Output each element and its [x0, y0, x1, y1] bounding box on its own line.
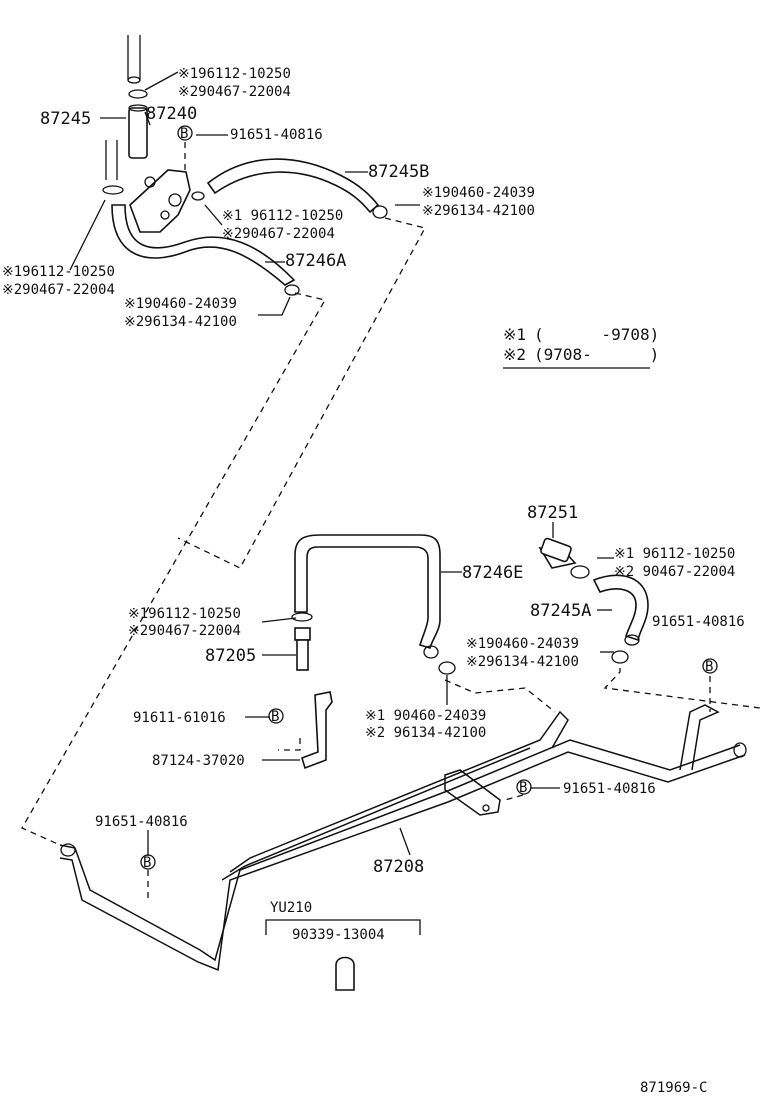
label-r-g1: ※190460-24039 [466, 636, 579, 652]
part-87246E: 87246E [462, 563, 523, 583]
part-87246A: 87246A [285, 251, 346, 271]
option-part: 90339-13004 [292, 927, 385, 943]
bolt-marker-left: B [143, 855, 151, 871]
label-mid-b2: ※296134-42100 [422, 203, 535, 219]
part-87208: 87208 [373, 857, 424, 877]
center-hose-assembly [261, 534, 462, 705]
legend-note2-mark: ※2 [503, 345, 526, 364]
label-bolt-center: 91651-40816 [563, 781, 656, 797]
part-87245A: 87245A [530, 601, 591, 621]
top-hose-assembly: B [69, 35, 420, 316]
diagram-code: 871969-C [640, 1080, 707, 1096]
label-mid-b1: ※190460-24039 [422, 185, 535, 201]
part-87205: 87205 [205, 646, 256, 666]
right-hose-assembly: B [538, 522, 718, 675]
legend-note1-range: ( -9708) [534, 325, 659, 344]
part-87240: 87240 [146, 104, 197, 124]
label-low-e2: ※296134-42100 [124, 314, 237, 330]
bolt-marker-91611: B [271, 709, 279, 725]
option-model: YU210 [270, 900, 312, 916]
label-low-e1: ※190460-24039 [124, 296, 237, 312]
label-c-h1: ※196112-10250 [128, 606, 241, 622]
bolt-marker-top: B [180, 126, 188, 142]
dashed-connectors [21, 217, 760, 900]
label-left-d1: ※196112-10250 [2, 264, 115, 280]
main-pipe-87208: B B [59, 704, 747, 972]
label-top-a2: ※290467-22004 [178, 84, 291, 100]
legend-note2-range: (9708- ) [534, 345, 659, 364]
legend: ※1 ( -9708) ※2 (9708- ) [503, 325, 659, 369]
bracket-87124: B [245, 691, 333, 770]
label-r-bolt: 91651-40816 [652, 614, 745, 630]
label-bracket-87124: 87124-37020 [152, 753, 245, 769]
label-bolt-91611: 91611-61016 [133, 710, 226, 726]
label-left-d2: ※290467-22004 [2, 282, 115, 298]
label-top-a1: ※196112-10250 [178, 66, 291, 82]
label-bolt-top: 91651-40816 [230, 127, 323, 143]
label-bolt-left: 91651-40816 [95, 814, 188, 830]
label-mid-c1: ※1 96112-10250 [222, 208, 343, 224]
part-87245: 87245 [40, 109, 91, 129]
label-c-i1: ※1 90460-24039 [365, 708, 486, 724]
label-c-i2: ※2 96134-42100 [365, 725, 486, 741]
bolt-marker-right: B [705, 659, 713, 675]
part-87245B: 87245B [368, 162, 429, 182]
label-r-g2: ※296134-42100 [466, 654, 579, 670]
option-box-yu210: YU210 90339-13004 [265, 900, 421, 991]
bolt-marker-center: B [519, 780, 527, 796]
legend-note1-mark: ※1 [503, 325, 526, 344]
label-r-f2: ※2 90467-22004 [614, 564, 735, 580]
label-c-h2: ※290467-22004 [128, 623, 241, 639]
label-mid-c2: ※290467-22004 [222, 226, 335, 242]
label-r-f1: ※1 96112-10250 [614, 546, 735, 562]
part-87251: 87251 [527, 503, 578, 523]
